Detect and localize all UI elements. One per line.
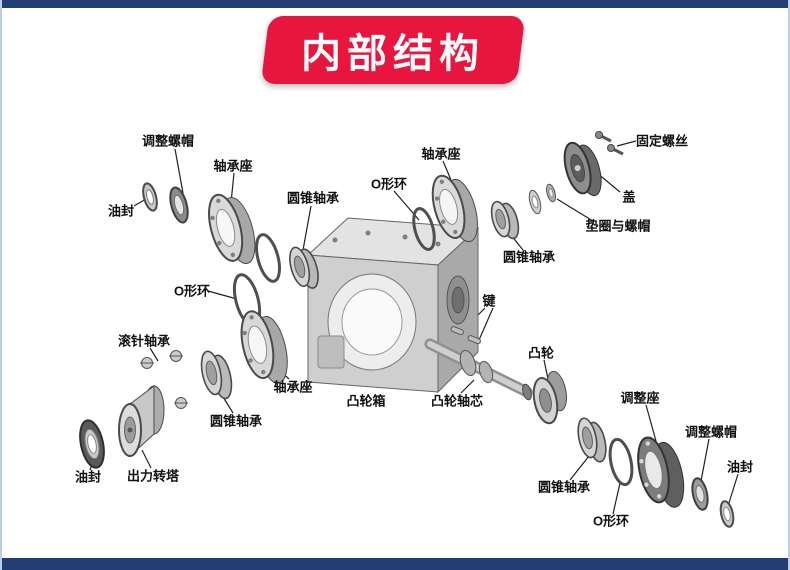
label-adjusting-seat: 调整座 (620, 390, 660, 406)
adjusting-nut-part-1 (169, 186, 189, 224)
label-cam-shaft-core: 凸轮轴芯 (430, 393, 484, 409)
output-turret-part (118, 385, 165, 458)
label-tapered-bearing-3: 圆锥轴承 (209, 413, 263, 429)
top-border-bar (0, 0, 790, 8)
label-o-ring-2: O形环 (173, 283, 211, 299)
label-washer-and-nut: 垫圈与螺帽 (585, 218, 651, 234)
cover-part (563, 141, 602, 197)
fixing-screws-part (595, 131, 624, 156)
key-parts (450, 326, 481, 345)
tapered-bearing-part-1 (289, 246, 319, 289)
label-fixing-screw: 固定螺丝 (635, 133, 689, 149)
label-cam: 凸轮 (527, 345, 555, 361)
bearing-seat-part-1 (208, 193, 256, 265)
label-o-ring-3: O形环 (592, 513, 630, 529)
tapered-bearing-part-3 (200, 350, 233, 400)
label-bearing-seat-3: 轴承座 (273, 379, 313, 395)
section-banner: 内部结构 (260, 16, 526, 84)
label-cover: 盖 (622, 189, 636, 205)
cam-box-part (306, 217, 480, 394)
oil-seal-part-2 (79, 419, 105, 469)
label-tapered-bearing-2: 圆锥轴承 (502, 249, 556, 265)
label-output-turret: 出力转塔 (126, 468, 180, 484)
label-tapered-bearing-1: 圆锥轴承 (286, 190, 340, 206)
cam-part (532, 370, 567, 425)
bottom-border-bar (0, 558, 790, 570)
adjusting-nut-part-2 (691, 477, 709, 511)
tapered-bearing-part-4 (577, 417, 607, 463)
label-tapered-bearing-4: 圆锥轴承 (537, 479, 591, 495)
label-adjusting-nut-1: 调整螺帽 (141, 133, 195, 149)
o-ring-part-1 (255, 233, 281, 283)
label-oil-seal-3: 油封 (726, 459, 754, 475)
label-cam-box: 凸轮箱 (346, 393, 386, 409)
o-ring-part-top (412, 207, 436, 251)
label-oil-seal-1: 油封 (107, 203, 135, 219)
oil-seal-part-3 (719, 500, 735, 528)
left-border-line (0, 0, 2, 570)
washer-part (528, 189, 542, 215)
bearing-seat-part-3 (240, 310, 288, 384)
label-bearing-seat-2: 轴承座 (421, 146, 461, 162)
oil-seal-part-1 (142, 182, 158, 212)
adjusting-seat-part (637, 436, 685, 508)
right-border-line (788, 0, 790, 570)
nut-part (545, 183, 557, 203)
label-o-ring-1: O形环 (370, 176, 408, 192)
tapered-bearing-part-2 (490, 200, 520, 240)
o-ring-part-3 (608, 437, 634, 487)
cam-shaft-core-part (424, 338, 533, 401)
section-banner-title: 内部结构 (301, 32, 485, 76)
label-bearing-seat-1: 轴承座 (213, 158, 253, 174)
label-key: 键 (482, 293, 496, 309)
label-adjusting-nut-2: 调整螺帽 (684, 424, 738, 440)
label-oil-seal-2: 油封 (74, 469, 102, 485)
bearing-seat-part-2 (431, 174, 478, 243)
label-needle-bearing: 滚针轴承 (117, 333, 171, 349)
